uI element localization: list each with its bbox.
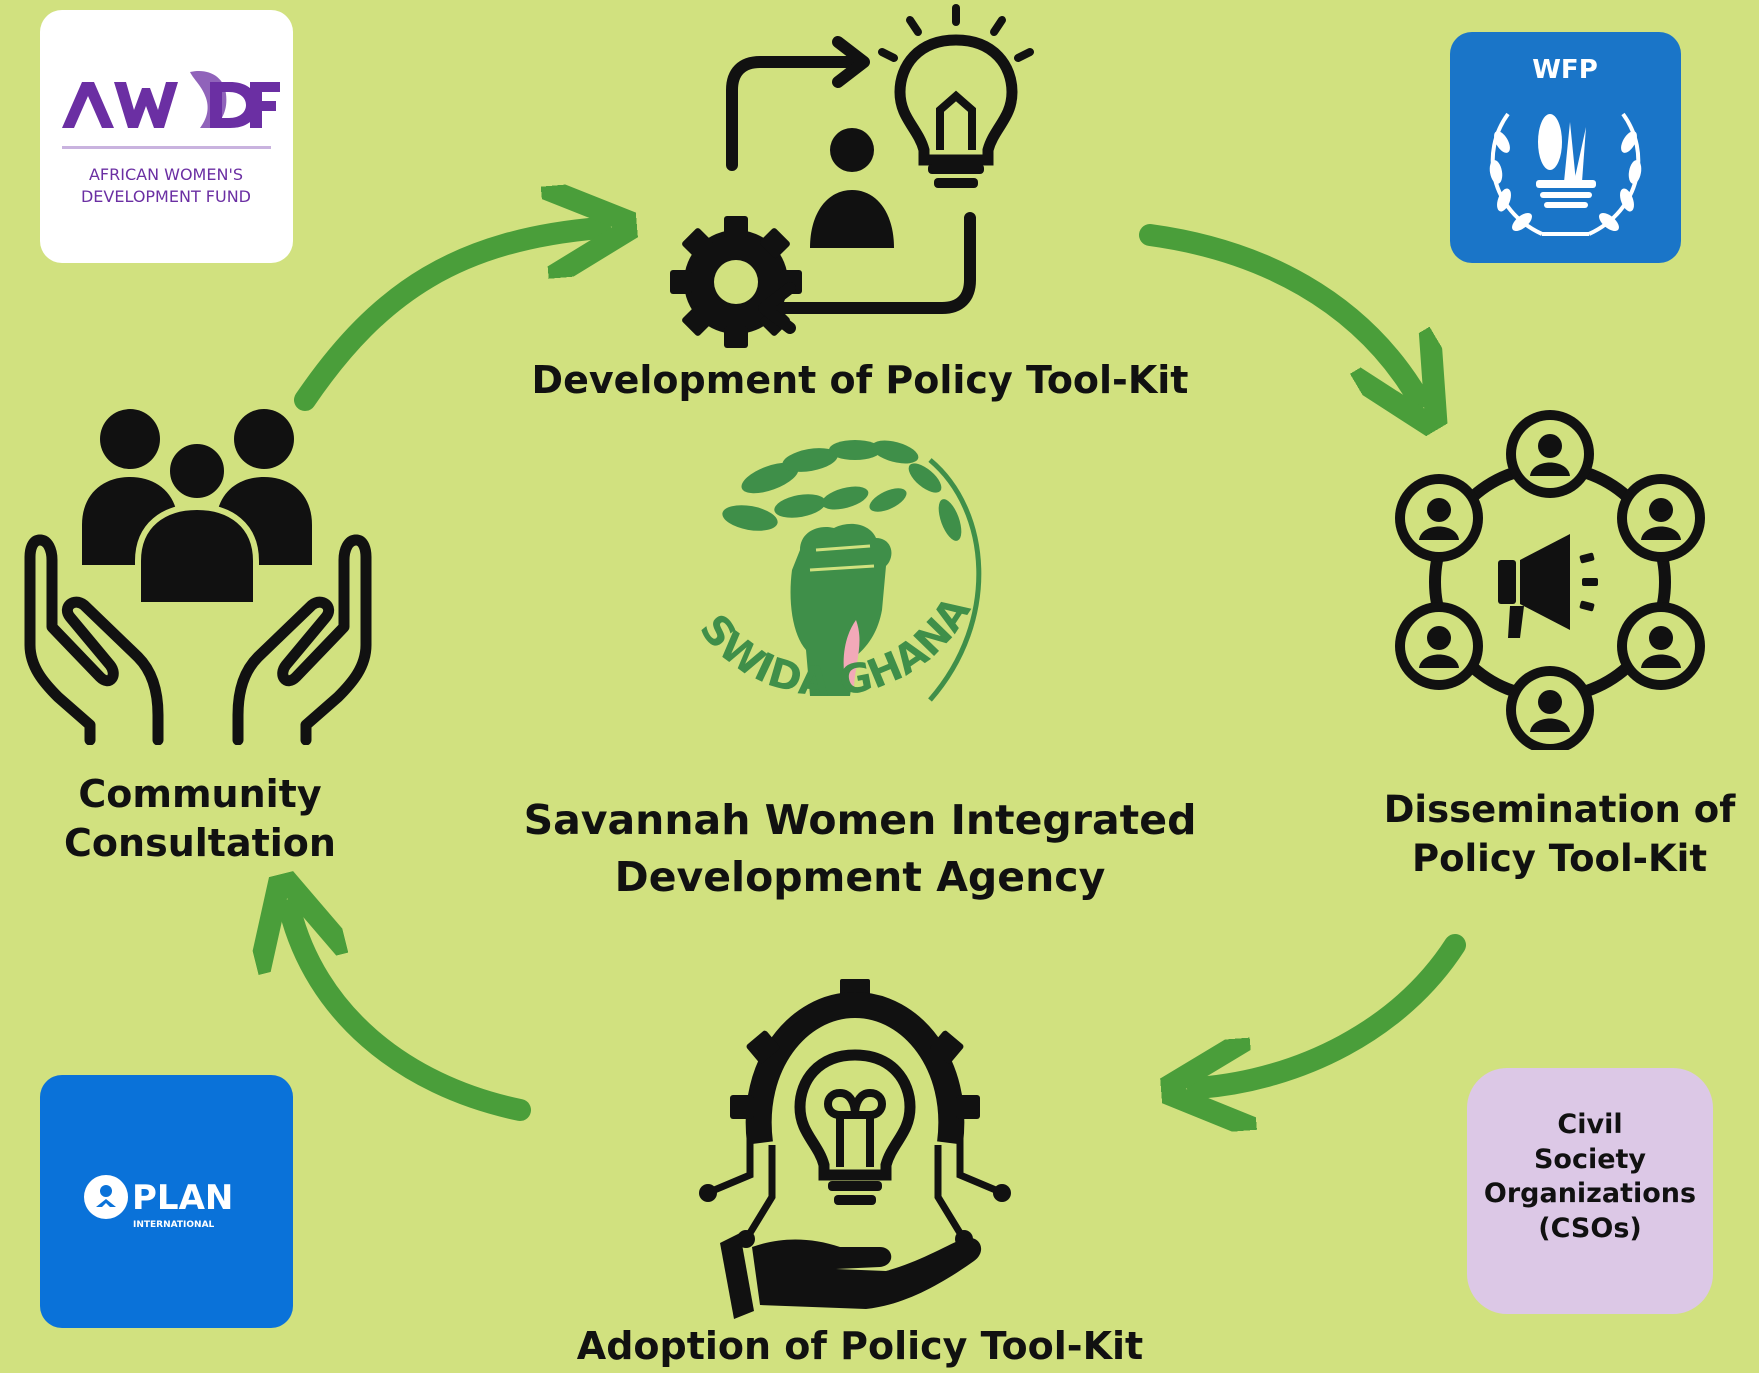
wfp-wordmark: WFP bbox=[1532, 55, 1598, 85]
logo-arc bbox=[928, 458, 982, 702]
dissemination-line2: Policy Tool-Kit bbox=[1411, 836, 1708, 880]
cso-line4: (CSOs) bbox=[1538, 1212, 1642, 1244]
arrow-development-to-dissemination bbox=[1139, 224, 1418, 398]
megaphone-icon bbox=[1498, 534, 1598, 638]
awdf-logo: AFRICAN WOMEN'S DEVELOPMENT FUND bbox=[40, 10, 293, 263]
dissemination-network-icon bbox=[1395, 410, 1705, 750]
people-group-icon bbox=[82, 409, 312, 608]
swida-ghana-logo: SWIDA GHANA bbox=[690, 440, 982, 706]
woman-profile bbox=[843, 620, 860, 686]
arrow-dissemination-to-adoption bbox=[1198, 934, 1466, 1088]
community-line1: Community bbox=[78, 772, 322, 816]
hand-icon bbox=[720, 1233, 982, 1319]
cso-line2: Society bbox=[1533, 1143, 1647, 1175]
arrow-adoption-to-consultation bbox=[290, 910, 531, 1121]
step-community-label: Community Consultation bbox=[20, 770, 380, 869]
step-dissemination-label: Dissemination of Policy Tool-Kit bbox=[1360, 786, 1759, 884]
lightbulb-icon bbox=[878, 4, 1034, 188]
cso-line3: Organizations bbox=[1483, 1178, 1697, 1210]
caring-hands-icon bbox=[24, 534, 372, 745]
lightbulb-icon bbox=[794, 1049, 916, 1205]
dissemination-line1: Dissemination of bbox=[1383, 788, 1736, 831]
community-line2: Consultation bbox=[64, 821, 336, 866]
leaves-icon bbox=[722, 440, 962, 541]
awdf-name-line1: AFRICAN WOMEN'S bbox=[89, 165, 243, 184]
gear-arc-icon bbox=[745, 991, 965, 1145]
plan-international-logo: PLAN INTERNATIONAL bbox=[40, 1075, 293, 1328]
awdf-divider bbox=[62, 146, 271, 149]
organization-name: Savannah Women Integrated Development Ag… bbox=[470, 792, 1250, 907]
development-process-icon bbox=[670, 4, 1034, 348]
cso-line1: Civil bbox=[1557, 1109, 1623, 1140]
raised-fist-icon bbox=[790, 523, 892, 696]
person-icon bbox=[810, 128, 894, 248]
plan-wordmark: PLAN bbox=[132, 1178, 233, 1218]
adoption-idea-icon bbox=[699, 979, 1011, 1319]
user-nodes bbox=[1395, 410, 1705, 750]
org-name-line2: Development Agency bbox=[614, 853, 1106, 902]
wfp-logo: WFP bbox=[1450, 32, 1681, 263]
cso-box: Civil Society Organizations (CSOs) bbox=[1467, 1068, 1713, 1314]
awdf-name-line2: DEVELOPMENT FUND bbox=[81, 187, 251, 206]
arrow-consultation-to-development bbox=[294, 228, 600, 411]
step-development-label: Development of Policy Tool-Kit bbox=[531, 358, 1189, 402]
plan-subtitle: INTERNATIONAL bbox=[133, 1220, 215, 1230]
community-care-icon bbox=[24, 409, 372, 745]
step-adoption-label: Adoption of Policy Tool-Kit bbox=[576, 1324, 1144, 1368]
org-name-line1: Savannah Women Integrated bbox=[523, 796, 1197, 844]
